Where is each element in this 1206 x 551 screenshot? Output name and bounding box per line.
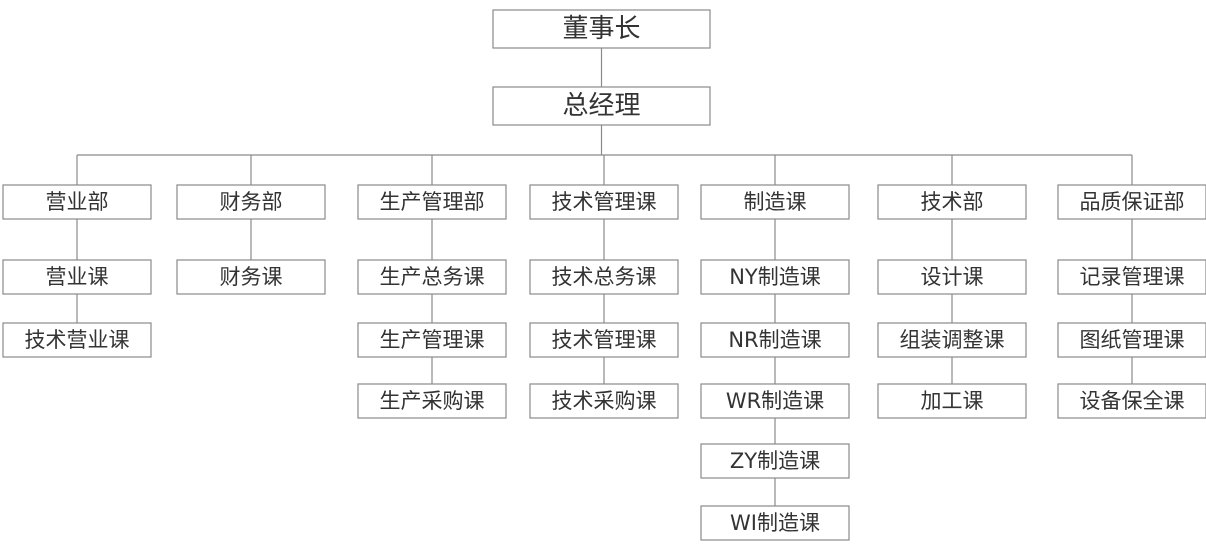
dept-node-6: 品质保证部 <box>1057 184 1206 220</box>
unit-node-5-1-label: 组装调整课 <box>900 328 1005 352</box>
unit-node-2-0: 生产总务课 <box>357 259 507 295</box>
dept-node-1-label: 财务部 <box>220 190 283 214</box>
dept-node-6-label: 品质保证部 <box>1080 190 1185 214</box>
unit-node-1-0-label: 财务课 <box>220 265 283 289</box>
unit-node-0-1: 技术营业课 <box>2 322 152 358</box>
unit-node-1-0: 财务课 <box>176 259 326 295</box>
node-general-manager: 总经理 <box>492 86 711 126</box>
dept-node-4: 制造课 <box>700 184 850 220</box>
unit-node-3-2-label: 技术采购课 <box>552 389 657 413</box>
unit-node-2-2: 生产采购课 <box>357 383 507 419</box>
dept-node-3: 技术管理课 <box>529 184 679 220</box>
unit-node-5-0-label: 设计课 <box>921 265 984 289</box>
chairman-label: 董事长 <box>562 14 640 44</box>
unit-node-0-0-label: 营业课 <box>46 265 109 289</box>
unit-node-0-1-label: 技术营业课 <box>25 328 130 352</box>
connector-lines <box>76 48 1133 506</box>
dept-node-2: 生产管理部 <box>357 184 507 220</box>
unit-node-4-0-label: NY制造课 <box>729 265 821 289</box>
unit-node-6-2-label: 设备保全课 <box>1080 389 1185 413</box>
dept-node-5-label: 技术部 <box>921 190 984 214</box>
dept-node-3-label: 技术管理课 <box>552 190 657 214</box>
unit-node-6-1-label: 图纸管理课 <box>1080 328 1185 352</box>
unit-node-5-2-label: 加工课 <box>921 389 984 413</box>
dept-node-2-label: 生产管理部 <box>380 190 485 214</box>
unit-node-3-0: 技术总务课 <box>529 259 679 295</box>
unit-node-6-0: 记录管理课 <box>1057 259 1206 295</box>
unit-node-4-1-label: NR制造课 <box>728 328 821 352</box>
unit-node-2-2-label: 生产采购课 <box>380 389 485 413</box>
unit-node-4-2-label: WR制造课 <box>726 389 824 413</box>
unit-node-4-2: WR制造课 <box>700 383 850 419</box>
unit-node-3-1-label: 技术管理课 <box>552 328 657 352</box>
unit-node-3-1: 技术管理课 <box>529 322 679 358</box>
dept-node-5: 技术部 <box>877 184 1027 220</box>
unit-node-4-4: WI制造课 <box>700 505 850 541</box>
unit-node-6-2: 设备保全课 <box>1057 383 1206 419</box>
general-manager-label: 总经理 <box>562 91 640 121</box>
unit-node-4-1: NR制造课 <box>700 322 850 358</box>
unit-node-5-2: 加工课 <box>877 383 1027 419</box>
dept-node-4-label: 制造课 <box>744 190 807 214</box>
unit-node-5-1: 组装调整课 <box>877 322 1027 358</box>
dept-node-0: 营业部 <box>2 184 152 220</box>
unit-node-5-0: 设计课 <box>877 259 1027 295</box>
unit-node-2-0-label: 生产总务课 <box>380 265 485 289</box>
dept-node-1: 财务部 <box>176 184 326 220</box>
unit-node-0-0: 营业课 <box>2 259 152 295</box>
unit-node-4-0: NY制造课 <box>700 259 850 295</box>
unit-node-3-2: 技术采购课 <box>529 383 679 419</box>
unit-node-4-4-label: WI制造课 <box>730 511 820 535</box>
dept-node-0-label: 营业部 <box>46 190 109 214</box>
unit-node-4-3-label: ZY制造课 <box>730 449 820 473</box>
unit-node-2-1: 生产管理课 <box>357 322 507 358</box>
node-chairman: 董事长 <box>492 9 711 49</box>
unit-node-3-0-label: 技术总务课 <box>552 265 657 289</box>
unit-node-2-1-label: 生产管理课 <box>380 328 485 352</box>
unit-node-4-3: ZY制造课 <box>700 443 850 479</box>
unit-node-6-1: 图纸管理课 <box>1057 322 1206 358</box>
unit-node-6-0-label: 记录管理课 <box>1080 265 1185 289</box>
